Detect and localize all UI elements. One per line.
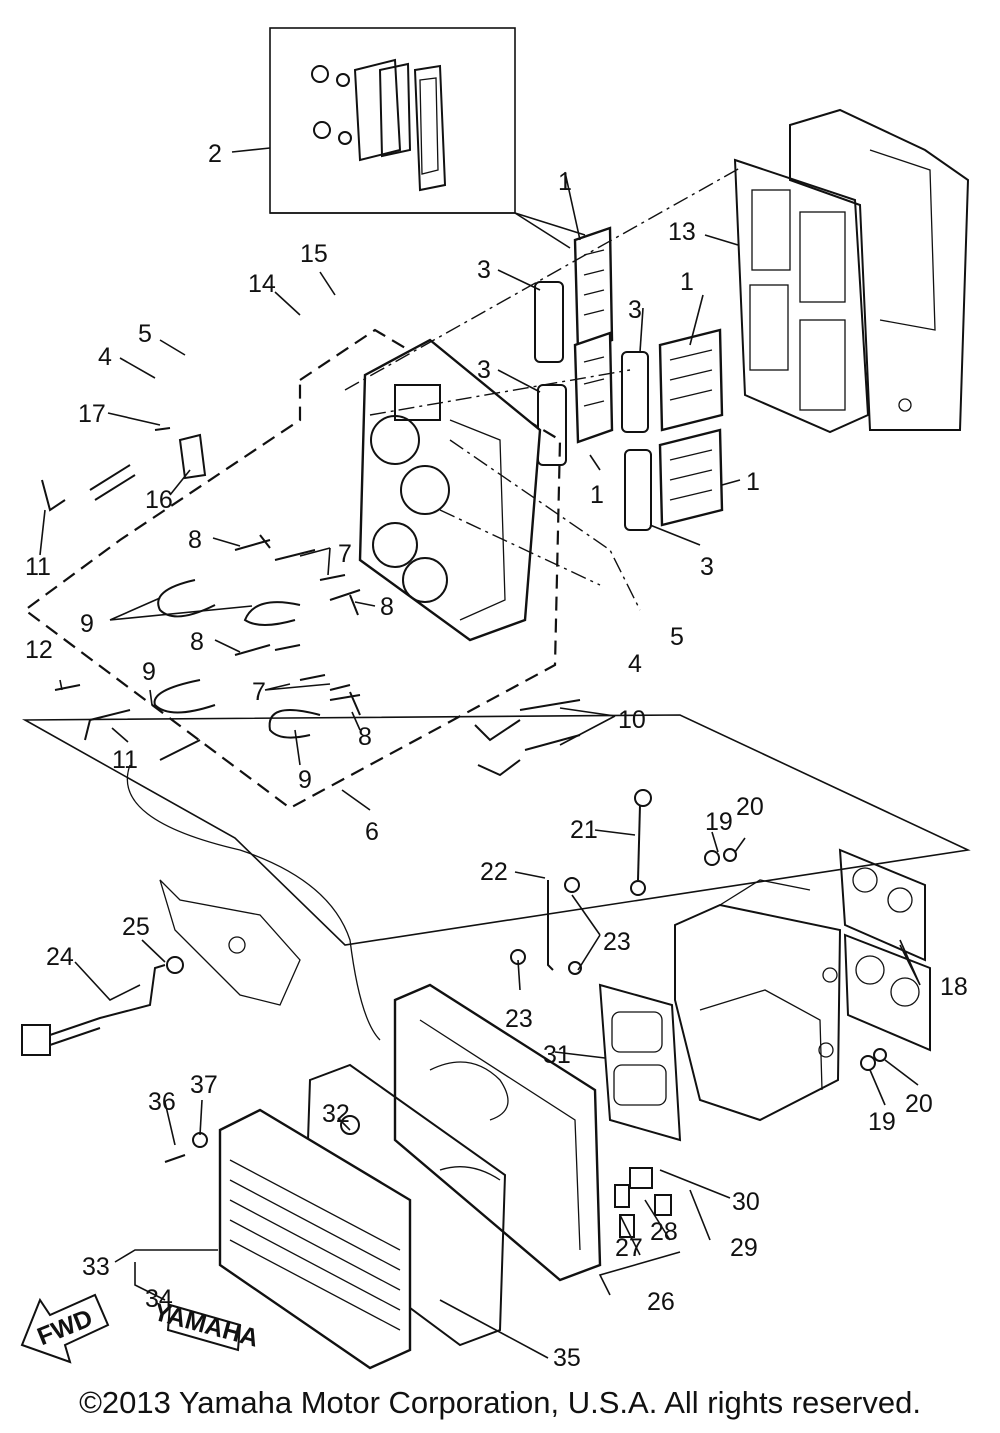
callout-8: 8 xyxy=(190,628,204,656)
callout-36: 36 xyxy=(148,1088,176,1116)
callout-3: 3 xyxy=(477,356,491,384)
callout-9: 9 xyxy=(80,610,94,638)
callout-3: 3 xyxy=(477,256,491,284)
callout-8: 8 xyxy=(188,526,202,554)
callout-3: 3 xyxy=(700,553,714,581)
callout-29: 29 xyxy=(730,1234,758,1262)
nuts-19-20 xyxy=(704,848,887,1071)
callout-23: 23 xyxy=(603,928,631,956)
silencer-case-26 xyxy=(393,983,602,1282)
leader-lines xyxy=(39,147,921,1359)
intake-silencer-cover-33 xyxy=(218,1108,412,1370)
link-rod-21 xyxy=(630,789,652,896)
callout-5: 5 xyxy=(138,320,152,348)
callout-1: 1 xyxy=(680,268,694,296)
callout-11: 11 xyxy=(25,553,51,581)
callout-20: 20 xyxy=(736,793,764,821)
callout-22: 22 xyxy=(480,858,508,886)
callout-6: 6 xyxy=(365,818,379,846)
crankcase-block xyxy=(789,108,970,431)
carburetor-assembly xyxy=(674,879,842,1122)
reed-valve-right-lower xyxy=(658,428,724,527)
bracket-25-area xyxy=(159,879,301,1006)
callout-1: 1 xyxy=(746,468,760,496)
carb-gaskets-18 xyxy=(838,848,931,1052)
callout-34: 34 xyxy=(145,1285,173,1313)
callout-numbers: 1 1 1 1 2 3 3 3 3 4 4 5 5 6 7 7 8 8 8 8 … xyxy=(25,140,968,1372)
callout-27: 27 xyxy=(615,1234,643,1262)
choke-rod-24 xyxy=(21,964,166,1056)
callout-35: 35 xyxy=(553,1344,581,1372)
callout-21: 21 xyxy=(570,816,598,844)
callout-18: 18 xyxy=(940,973,968,1001)
callout-33: 33 xyxy=(82,1253,110,1281)
reed-valve-right-upper xyxy=(658,328,724,432)
alignment-lines xyxy=(344,167,741,611)
callout-14: 14 xyxy=(248,270,276,298)
reed-valve-kit-illustration xyxy=(311,58,447,192)
callout-20: 20 xyxy=(905,1090,933,1118)
callout-7: 7 xyxy=(338,540,352,568)
callout-4: 4 xyxy=(98,343,112,371)
callout-31: 31 xyxy=(543,1041,571,1069)
callout-10: 10 xyxy=(618,706,646,734)
callout-5: 5 xyxy=(670,623,684,651)
callout-4: 4 xyxy=(628,650,642,678)
callout-9: 9 xyxy=(142,658,156,686)
callout-1: 1 xyxy=(590,481,604,509)
callout-26: 26 xyxy=(647,1288,675,1316)
callout-11: 11 xyxy=(112,746,138,774)
callout-2: 2 xyxy=(208,140,222,168)
callout-12: 12 xyxy=(25,636,53,664)
callout-23: 23 xyxy=(505,1005,533,1033)
callout-30: 30 xyxy=(732,1188,760,1216)
intake-manifold xyxy=(358,338,542,642)
crankcase-gasket xyxy=(733,158,870,434)
callout-9: 9 xyxy=(298,766,312,794)
callout-7: 7 xyxy=(252,678,266,706)
bolt-36-washer-37 xyxy=(164,1132,208,1163)
callout-17: 17 xyxy=(78,400,106,428)
callout-16: 16 xyxy=(145,486,173,514)
gasket-3-set xyxy=(534,281,652,531)
fittings-27-30 xyxy=(614,1167,672,1238)
reed-valve-lower-left xyxy=(573,331,614,444)
callout-37: 37 xyxy=(190,1071,218,1099)
callout-25: 25 xyxy=(122,913,150,941)
inset-box-part-2 xyxy=(269,27,586,249)
intake-silencer-gasket-31 xyxy=(598,983,682,1142)
copyright-notice: ©2013 Yamaha Motor Corporation, U.S.A. A… xyxy=(79,1385,921,1420)
callout-32: 32 xyxy=(322,1100,350,1128)
callout-3: 3 xyxy=(628,296,642,324)
lower-outline-group xyxy=(21,714,971,1041)
reed-valve-upper xyxy=(573,226,614,354)
callout-8: 8 xyxy=(358,723,372,751)
rod-22-and-clips-23 xyxy=(510,877,582,975)
callout-28: 28 xyxy=(650,1218,678,1246)
callout-15: 15 xyxy=(300,240,328,268)
fwd-arrow-icon: FWD xyxy=(20,1293,110,1364)
callout-19: 19 xyxy=(705,808,733,836)
callout-24: 24 xyxy=(46,943,74,971)
callout-8: 8 xyxy=(380,593,394,621)
callout-13: 13 xyxy=(668,218,696,246)
callout-19: 19 xyxy=(868,1108,896,1136)
callout-1: 1 xyxy=(558,168,572,196)
